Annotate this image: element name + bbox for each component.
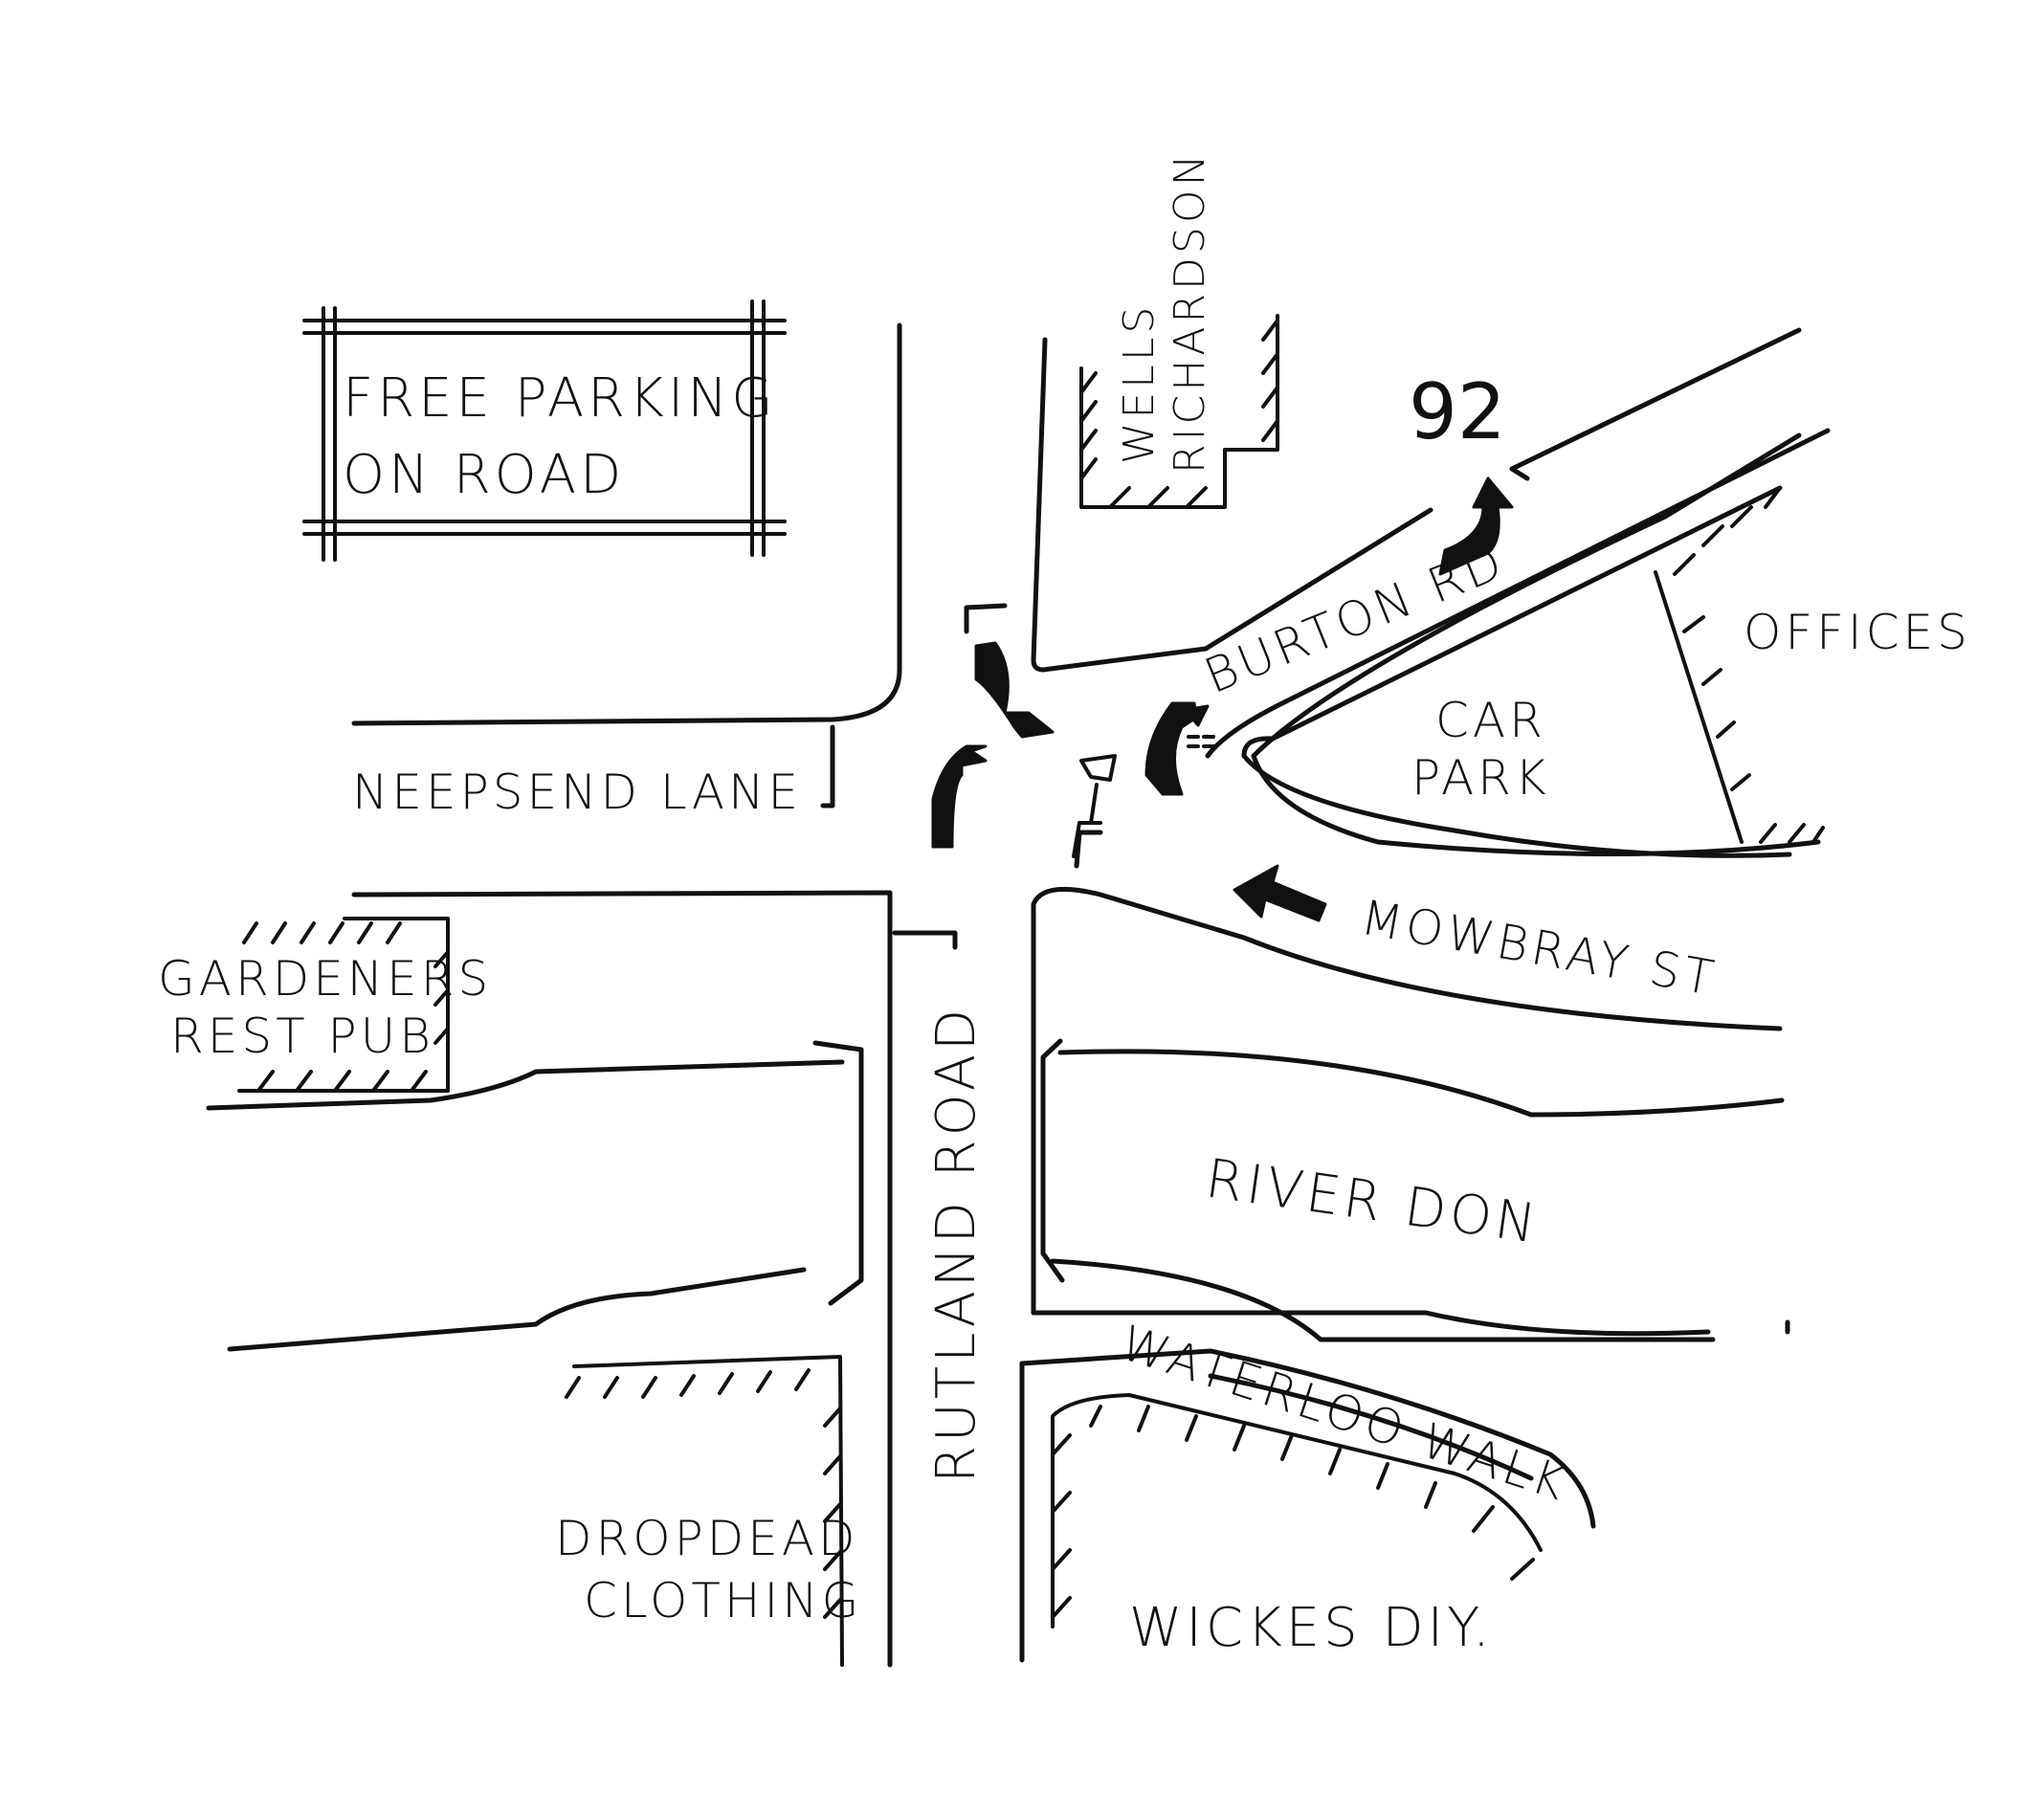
sign-line-1: FREE PARKING — [343, 367, 777, 430]
curved-arrow-icon — [974, 641, 1055, 739]
offices-building — [1654, 486, 1825, 844]
free-parking-sign: FREE PARKING ON ROAD — [302, 299, 787, 562]
curved-arrow-icon — [1144, 701, 1210, 796]
pub-label-2: REST PUB — [170, 1008, 434, 1064]
gardeners-rest-pub — [237, 917, 450, 1093]
neepsend-lane-label: NEEPSEND LANE — [352, 764, 802, 820]
car-park-label-2: PARK — [1411, 750, 1550, 806]
straight-arrow-icon — [1233, 864, 1327, 922]
car-park — [1251, 432, 1821, 856]
dropdead-clothing — [565, 1355, 844, 1667]
rutland-road-label: RUTLAND ROAD — [925, 1006, 988, 1483]
wickes-diy — [1051, 1393, 1543, 1629]
sign-line-2: ON ROAD — [343, 444, 625, 506]
dashes — [1187, 735, 1215, 748]
pub-label-1: GARDENERS — [158, 951, 492, 1007]
wells-richardson-building — [1079, 314, 1279, 509]
destination-number: 92 — [1409, 367, 1506, 456]
wells-label: WELLS — [1115, 303, 1164, 464]
richardson-label: RICHARDSON — [1166, 151, 1214, 474]
traffic-light-icon — [1072, 754, 1117, 858]
car-park-label-1: CAR — [1435, 693, 1546, 748]
dropdead-label-2: CLOTHING — [584, 1573, 862, 1629]
wickes-label: WICKES DIY. — [1129, 1597, 1494, 1659]
curved-arrow-icon — [1438, 476, 1514, 576]
offices-label: OFFICES — [1744, 605, 1971, 660]
waterloo-walk-label: WATERLOO WALK — [1114, 1315, 1575, 1512]
curved-arrow-icon — [931, 744, 988, 849]
river-don-label: RIVER DON — [1202, 1147, 1544, 1255]
dropdead-label-1: DROPDEAD — [555, 1511, 859, 1566]
